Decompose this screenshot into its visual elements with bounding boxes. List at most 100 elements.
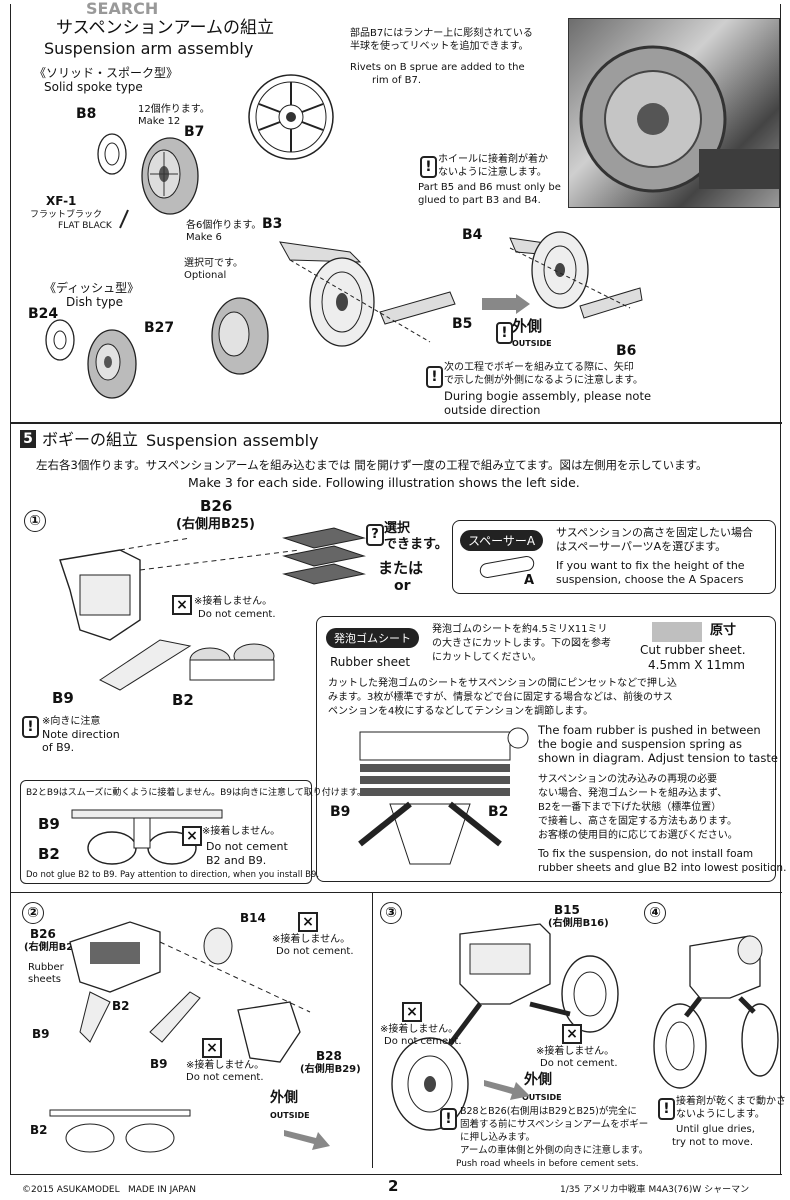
rivet-note-jp2: 半球を使ってリベットを追加できます。 — [350, 41, 529, 52]
page-left-border — [10, 4, 12, 1174]
page-right-border — [780, 4, 782, 1174]
no-cement-icon: × — [298, 912, 318, 932]
part-b26-label: B26 — [200, 497, 233, 515]
step3-b15-label: B15 — [554, 903, 580, 917]
rivet-note-en2: rim of B7. — [372, 75, 422, 86]
step3-no-cement-jp2: ※接着しません。 — [536, 1046, 615, 1057]
make12-jp: 12個作ります。 — [138, 104, 210, 115]
push-note-jp3: ペンションを4枚にするなどしてテンションを調節します。 — [328, 706, 594, 717]
xf1-label: XF-1 — [46, 194, 77, 208]
rubber-cut-jp2: の大きさにカットします。下の図を参考 — [432, 638, 611, 649]
until-dry-jp2: ないようにします。 — [676, 1109, 765, 1120]
box-no-cement-jp: ※接着しません。 — [202, 826, 281, 837]
make6-jp: 各6個作ります。 — [186, 220, 262, 231]
part-b3-label: B3 — [262, 216, 283, 232]
section5-title-en: Suspension assembly — [146, 431, 319, 450]
step3-no-cement-jp1: ※接着しません。 — [380, 1024, 459, 1035]
make6-en: Make 6 — [186, 232, 222, 243]
part-b25-note: (右側用B25) — [176, 517, 255, 532]
step3-outside-en: OUTSIDE — [522, 1093, 562, 1102]
bogie-step3-drawing — [391, 923, 619, 1131]
step2-no-cement-jp2: ※接着しません。 — [186, 1060, 265, 1071]
spacer-part-label: A — [524, 573, 535, 588]
warning-icon: ! — [440, 1108, 457, 1130]
spacer-part-drawing — [479, 556, 535, 578]
warning-icon: ! — [496, 322, 513, 344]
step2-b26-label: B26 — [30, 927, 56, 941]
cut-size-en1: Cut rubber sheet. — [640, 643, 746, 657]
bogie-step4-drawing — [653, 935, 779, 1089]
rubber-sheet-label-en: Rubber sheet — [330, 655, 411, 669]
rubber-cut-jp1: 発泡ゴムのシートを約4.5ミリX11ミリ — [432, 624, 608, 635]
actual-size-label: 原寸 — [710, 623, 737, 638]
box-b2-label: B2 — [38, 845, 60, 863]
step3-b16-note: (右側用B16) — [548, 918, 609, 929]
fix-note-jp2: ない場合、発泡ゴムシートを組み込まず、 — [538, 788, 728, 799]
step2-b14-label: B14 — [240, 911, 266, 925]
flat-black-jp: フラットブラック — [30, 210, 103, 220]
spacer-note-jp1: サスペンションの高さを固定したい場合 — [556, 526, 754, 539]
bogie-frame-step1-drawing — [59, 537, 301, 691]
step4-marker: ④ — [644, 902, 666, 924]
bogie-note-en2: outside direction — [444, 403, 541, 417]
footer-copyright: ©2015 ASUKAMODEL — [22, 1185, 120, 1195]
part-b4-label: B4 — [462, 227, 483, 243]
select-label-jp1: 選択 — [384, 521, 411, 536]
box-b9-label: B9 — [38, 815, 60, 833]
footer-made-in: MADE IN JAPAN — [128, 1185, 197, 1195]
no-cement-jp: ※接着しません。 — [194, 596, 273, 607]
until-dry-en2: try not to move. — [672, 1137, 754, 1148]
flat-black-en: FLAT BLACK — [58, 221, 112, 231]
step1-marker: ① — [24, 510, 46, 532]
make12-en: Make 12 — [138, 116, 181, 127]
arm-assembly-right-drawing — [509, 231, 643, 319]
smooth-note-jp: B2とB9はスムーズに動くように接着しません。B9は向きに注意して取り付けます。 — [26, 788, 366, 798]
rubber-cut-jp3: にカットしてください。 — [432, 652, 542, 663]
fix-note-jp3: B2を一番下まで下げた状態（標準位置） — [538, 802, 722, 813]
bogie-step2-drawing — [69, 921, 311, 1063]
section-divider — [10, 422, 782, 424]
wheel-glue-note-en1: Part B5 and B6 must only be — [418, 182, 561, 193]
foam-note-en1: The foam rubber is pushed in between — [538, 723, 761, 737]
cut-size-en2: 4.5mm X 11mm — [648, 658, 745, 672]
rubber-installed-drawing — [358, 727, 529, 865]
step2-b9-label-2: B9 — [150, 1057, 168, 1071]
rubber-sheet-label: 発泡ゴムシート — [326, 628, 419, 648]
b2-b9-drawing — [71, 809, 223, 865]
rivet-note-jp1: 部品B7にはランナー上に彫刻されている — [350, 28, 533, 39]
warning-icon: ! — [658, 1098, 675, 1120]
part-b7-label: B7 — [184, 124, 205, 140]
push-wheels-en: Push road wheels in before cement sets. — [456, 1159, 639, 1169]
until-dry-jp1: 接着剤が乾くまで動かさ — [676, 1096, 786, 1107]
part-b24-label: B24 — [28, 306, 59, 322]
no-cement-icon: × — [182, 826, 202, 846]
step-divider — [372, 892, 374, 1168]
outside-label-jp: 外側 — [512, 317, 543, 335]
outside-arrow-icon — [484, 1080, 530, 1100]
step2-marker: ② — [22, 902, 44, 924]
step2-outside-jp: 外側 — [270, 1090, 298, 1106]
no-cement-icon: × — [172, 595, 192, 615]
step3-outside-jp: 外側 — [524, 1072, 552, 1088]
fix-note-en2: rubber sheets and glue B2 into lowest po… — [538, 862, 787, 874]
step2-no-cement-en2: Do not cement. — [186, 1072, 264, 1083]
warning-icon: ! — [426, 366, 443, 388]
fix-note-en1: To fix the suspension, do not install fo… — [538, 848, 754, 860]
note-direction-jp: ※向きに注意 — [42, 716, 101, 727]
section4-title-en: Suspension arm assembly — [44, 39, 254, 58]
or-label-jp: または — [378, 559, 424, 577]
warning-icon: ! — [420, 156, 437, 178]
optional-en: Optional — [184, 270, 227, 281]
fix-note-jp5: お客様の使用目的に応じてお選びください。 — [538, 830, 738, 841]
note-direction-en1: Note direction — [42, 728, 120, 741]
step2-b25-note: (右側用B25) — [24, 942, 85, 953]
spacer-note-en1: If you want to fix the height of the — [556, 559, 745, 572]
step3-marker: ③ — [380, 902, 402, 924]
until-dry-en1: Until glue dries, — [676, 1124, 755, 1135]
push-note-jp1: カットした発泡ゴムのシートをサスペンションの間にピンセットなどで押し込 — [328, 678, 677, 689]
no-cement-icon: × — [202, 1038, 222, 1058]
spacer-a-label: スペーサーA — [460, 530, 544, 551]
step2-b28-label: B28 — [316, 1049, 342, 1063]
step2-b9-label: B9 — [32, 1027, 50, 1041]
dish-type-label-en: Dish type — [66, 295, 124, 309]
